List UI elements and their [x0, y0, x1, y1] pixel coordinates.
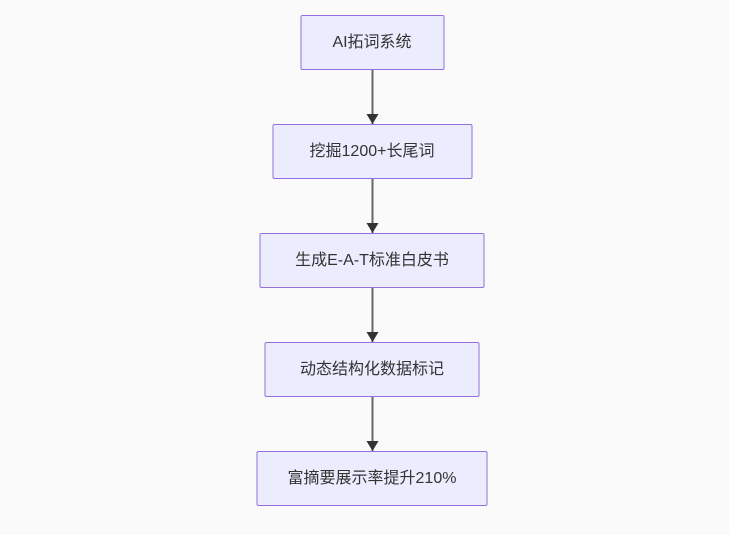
flow-node-label: 挖掘1200+长尾词	[309, 142, 435, 160]
arrow-down-icon	[366, 441, 378, 451]
flow-node-rich-snippet-rate-increase: 富摘要展示率提升210%	[256, 451, 488, 506]
flow-node-mine-longtail-keywords: 挖掘1200+长尾词	[272, 124, 472, 179]
flow-edge	[366, 70, 378, 124]
flow-node-generate-eat-whitepaper: 生成E-A-T标准白皮书	[259, 233, 485, 288]
flow-node-label: 富摘要展示率提升210%	[287, 469, 457, 487]
arrow-down-icon	[366, 223, 378, 233]
flow-node-ai-word-expansion-system: AI拓词系统	[300, 15, 444, 70]
flowchart: AI拓词系统 挖掘1200+长尾词 生成E-A-T标准白皮书 动态结构化数据标记…	[256, 15, 488, 506]
flow-node-label: AI拓词系统	[332, 33, 412, 51]
arrow-down-icon	[366, 114, 378, 124]
flow-edge	[366, 288, 378, 342]
arrow-down-icon	[366, 332, 378, 342]
flow-node-label: 生成E-A-T标准白皮书	[295, 251, 449, 269]
flow-node-label: 动态结构化数据标记	[299, 360, 444, 378]
flow-edge	[366, 397, 378, 451]
flow-node-dynamic-structured-data-markup: 动态结构化数据标记	[264, 342, 480, 397]
flow-edge	[366, 179, 378, 233]
